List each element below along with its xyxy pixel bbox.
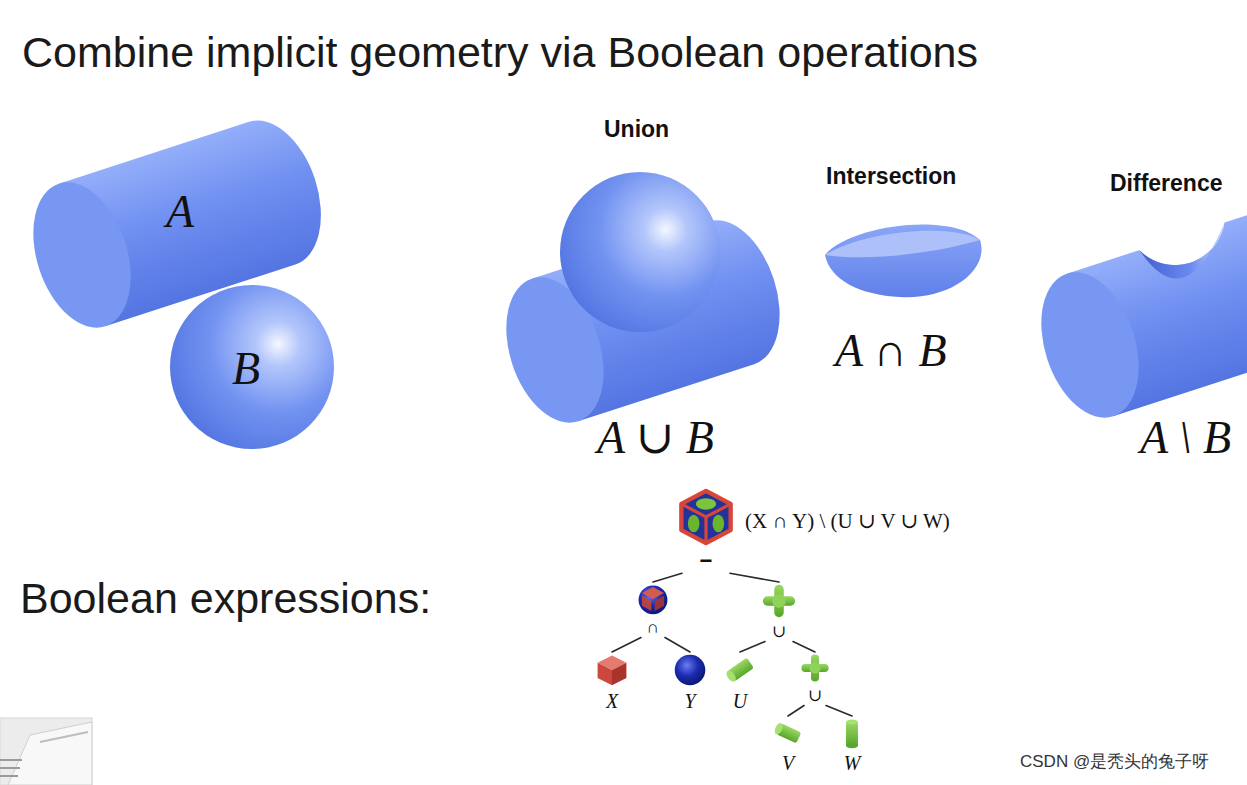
node-icon: [771, 716, 805, 750]
union-node: ∪: [760, 582, 798, 642]
union-node: ∪: [799, 652, 831, 706]
operation-title: Union: [604, 116, 669, 142]
tree-branch: [665, 638, 690, 653]
node-symbol: ∪: [772, 622, 786, 642]
tree-branch: [788, 706, 804, 717]
node-symbol: ∩: [647, 618, 659, 638]
node-icon-box: [636, 582, 670, 616]
node-icon-box: [835, 716, 869, 750]
tree-branch: [826, 706, 852, 717]
primitive-leaf: X: [594, 652, 630, 713]
node-icon-box: [722, 652, 758, 688]
node-icon: [722, 652, 758, 688]
node-icon-box: [760, 582, 798, 620]
node-icon: [835, 716, 869, 750]
shape-label: A: [166, 186, 194, 239]
node-icon-box: [799, 652, 831, 684]
shape-label: B: [232, 343, 260, 396]
intersection-shape: [825, 225, 982, 298]
node-symbol: U: [733, 690, 747, 713]
set-expression: A ∪ B: [597, 412, 714, 465]
operation-title: Difference: [1110, 170, 1222, 196]
tree-branch: [793, 642, 815, 653]
watermark: CSDN @是秃头的兔子呀: [1020, 752, 1209, 772]
set-expression: A ∩ B: [835, 325, 947, 378]
intersection-node: ∩: [636, 582, 670, 638]
node-icon: [799, 652, 831, 684]
difference-shape: [1024, 165, 1247, 430]
node-label: (X ∩ Y) \ (U ∪ V ∪ W): [745, 509, 950, 533]
node-symbol: ∪: [808, 686, 822, 706]
node-symbol: Y: [684, 690, 695, 713]
node-symbol: W: [844, 752, 861, 775]
slide-title: Combine implicit geometry via Boolean op…: [22, 28, 978, 77]
node-icon: [677, 488, 735, 546]
node-icon: [760, 582, 798, 620]
set-expression: A \ B: [1140, 412, 1231, 465]
node-icon: [594, 652, 630, 688]
node-icon-box: [672, 652, 708, 688]
csg-root: (X ∩ Y) \ (U ∪ V ∪ W) −: [677, 488, 952, 573]
primitive-leaf: W: [835, 716, 869, 775]
video-thumbnail: [0, 718, 92, 785]
union-shape: [489, 172, 797, 435]
node-symbol: −: [700, 548, 713, 573]
sphere-b: [170, 285, 334, 449]
operation-title: Intersection: [826, 163, 956, 189]
tree-branch: [653, 573, 682, 582]
section-heading: Boolean expressions:: [20, 574, 431, 623]
node-symbol: X: [606, 690, 618, 713]
node-icon-box: [594, 652, 630, 688]
tree-branch: [740, 642, 765, 653]
node-icon-box: [677, 488, 735, 546]
primitive-leaf: V: [771, 716, 805, 775]
node-icon: [672, 652, 708, 688]
node-icon-box: [771, 716, 805, 750]
tree-branch: [730, 573, 779, 582]
tree-branch: [612, 638, 641, 653]
primitive-leaf: U: [722, 652, 758, 713]
primitive-leaf: Y: [672, 652, 708, 713]
node-symbol: V: [782, 752, 794, 775]
node-icon: [636, 582, 670, 616]
